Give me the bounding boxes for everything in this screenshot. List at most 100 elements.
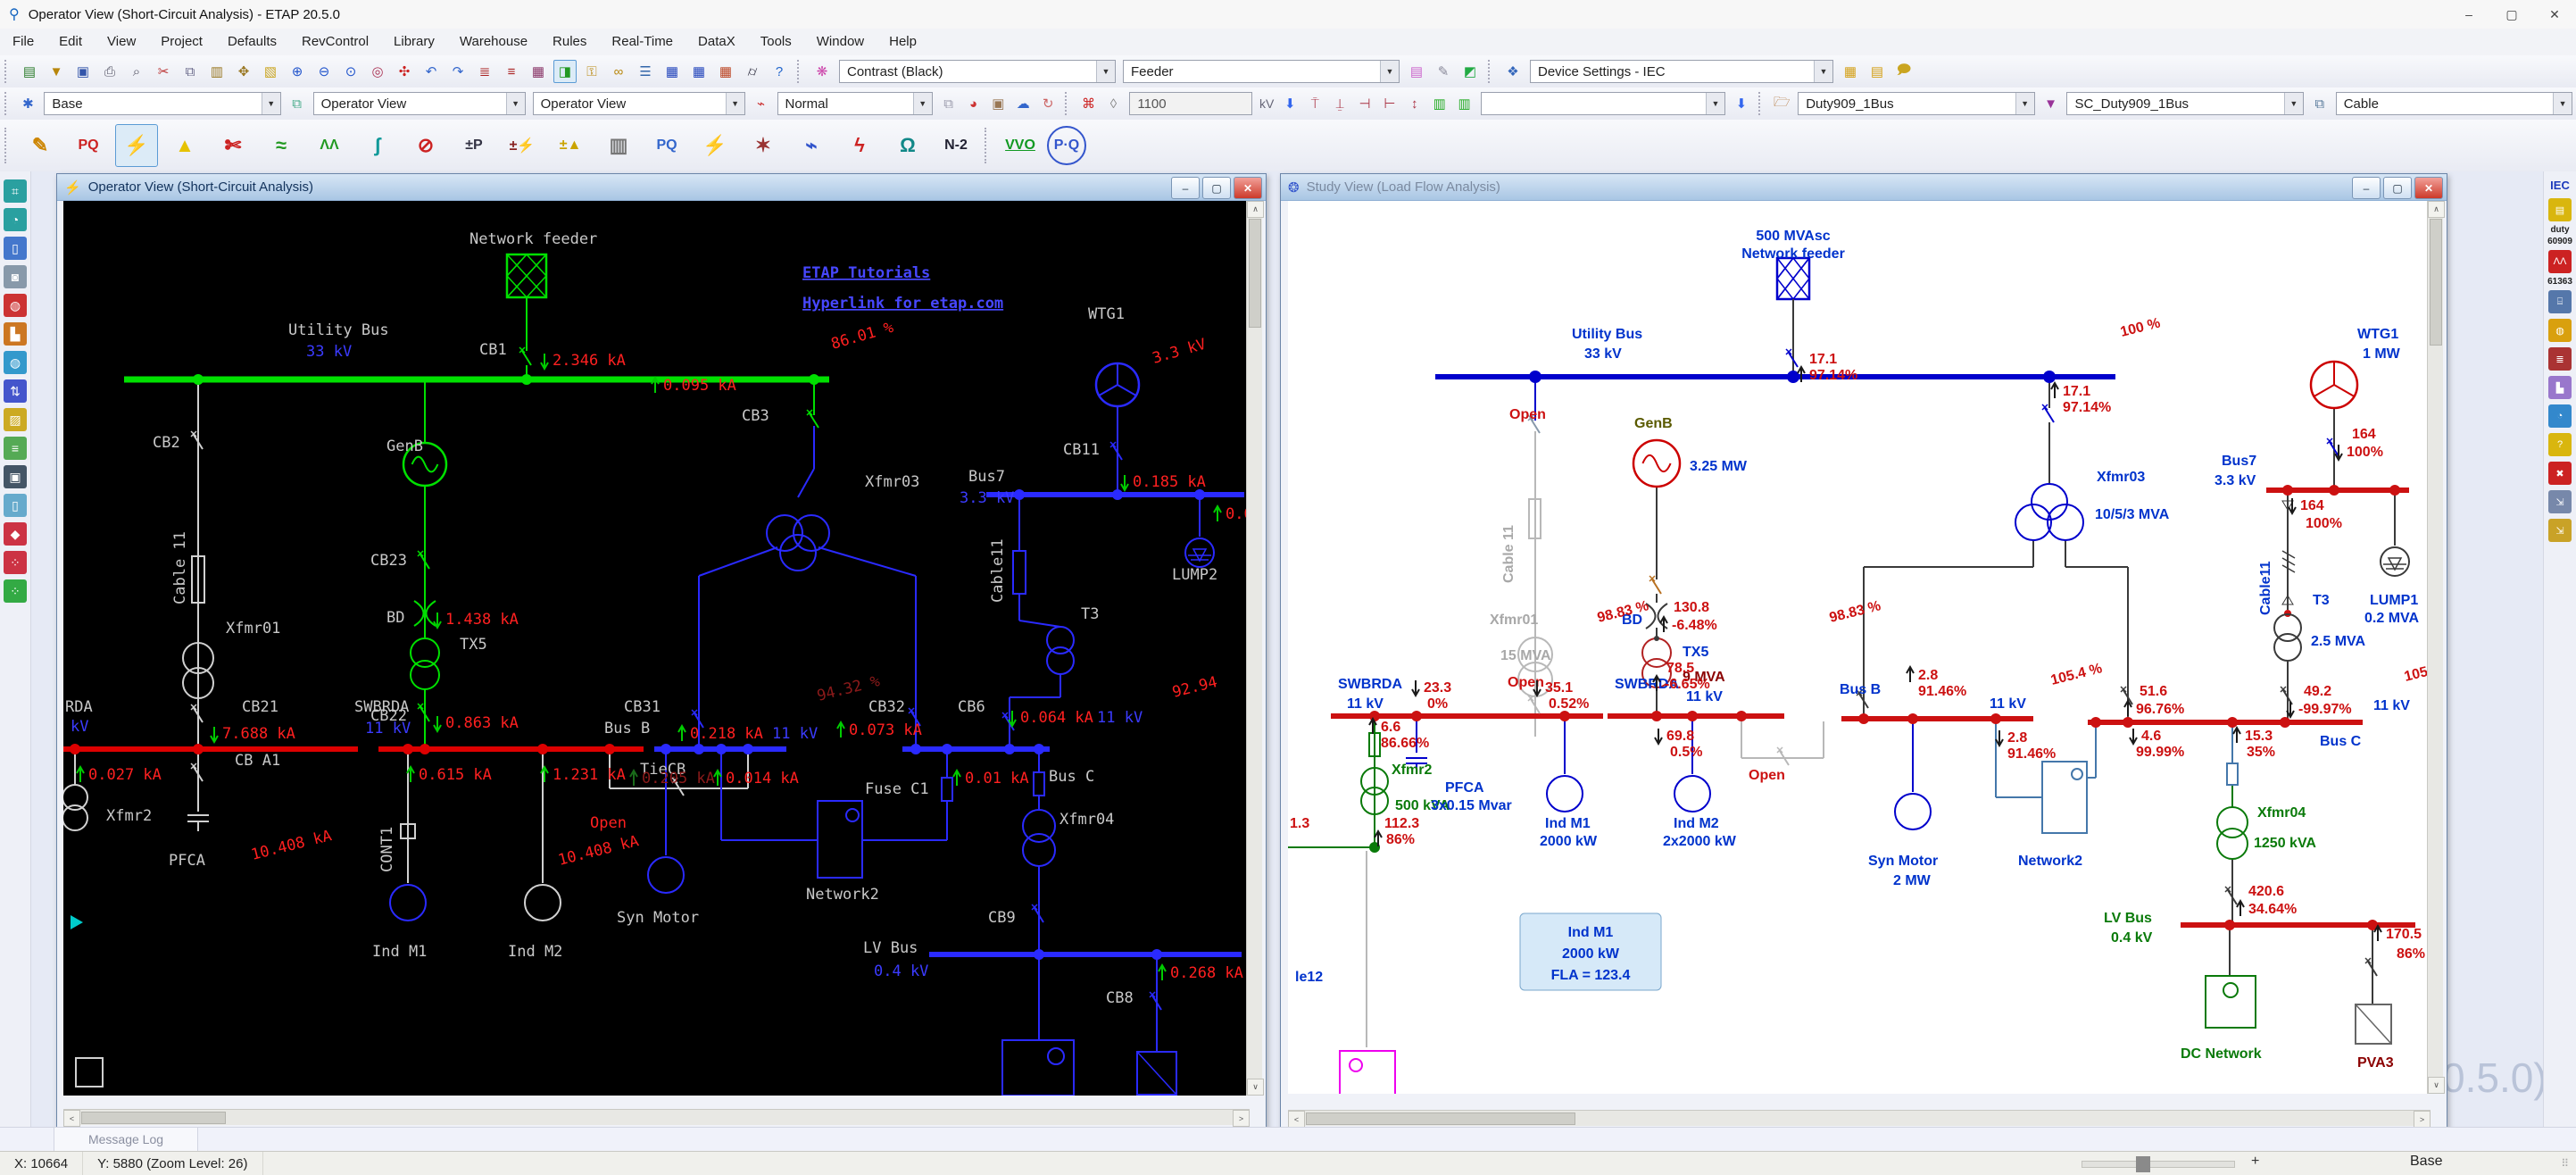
summary-icon[interactable]: ☰	[639, 64, 652, 79]
print-icon[interactable]: ⎙	[104, 63, 115, 79]
dc-load-flow-mode-icon[interactable]: ±P	[465, 138, 483, 153]
align-right-icon[interactable]: ⊢	[1384, 96, 1396, 112]
protection-mode-icon[interactable]: ✄	[224, 134, 242, 156]
load-flow-mode-icon[interactable]: PQ	[78, 138, 99, 153]
app-close-button[interactable]: ✕	[2549, 6, 2560, 21]
menu-item-revcontrol[interactable]: RevControl	[302, 34, 370, 49]
unbalanced-mode-icon[interactable]: ⚡	[702, 134, 727, 156]
package-icon[interactable]: ▣	[992, 96, 1005, 112]
chevron-down-icon[interactable]: ▼	[725, 93, 744, 114]
copy-icon[interactable]: ⧉	[185, 63, 195, 79]
kv-input[interactable]: 1100	[1129, 92, 1253, 115]
alarm-icon[interactable]: ◍	[4, 294, 27, 317]
volt-var-mode-icon[interactable]: P·Q	[1047, 126, 1086, 165]
motor-start-mode-icon[interactable]: ≈	[275, 134, 287, 156]
menu-item-realtime[interactable]: Real-Time	[611, 34, 674, 49]
fit-page-icon[interactable]: ✣	[398, 64, 411, 79]
chevron-down-icon[interactable]: ▼	[912, 93, 932, 114]
vvo-mode-icon[interactable]: VVO	[1005, 138, 1035, 153]
output-report-combo[interactable]: SC_Duty909_1Bus▼	[2066, 92, 2304, 115]
presentation-combo[interactable]: Operator View▼	[312, 92, 526, 115]
color-picker-icon[interactable]: ✎	[1437, 64, 1450, 79]
menu-item-warehouse[interactable]: Warehouse	[459, 34, 528, 49]
menu-item-rules[interactable]: Rules	[553, 34, 587, 49]
calculator-icon[interactable]: ▦	[665, 64, 679, 79]
report-format-combo[interactable]: Cable▼	[2335, 92, 2573, 115]
operator-close-button[interactable]: ✕	[1234, 177, 1262, 199]
sequence-mode-icon[interactable]: ϟ	[854, 134, 865, 156]
contingency-mode-icon[interactable]: N-2	[944, 138, 968, 153]
datablock-doc-icon[interactable]: ▤	[1870, 64, 1884, 79]
align-mid-icon[interactable]: ⍊	[1335, 96, 1344, 112]
hyperlink-icon[interactable]: ∞	[613, 63, 624, 79]
operator-vertical-scrollbar[interactable]: ∧∨	[1246, 201, 1264, 1096]
compare-icon[interactable]: ⧉	[943, 96, 953, 112]
study-close-button[interactable]: ✕	[2414, 177, 2443, 199]
calculator3-icon[interactable]: ▦	[719, 64, 733, 79]
battery-sizing-mode-icon[interactable]: ▥	[609, 134, 628, 156]
config-combo[interactable]: Base▼	[44, 92, 281, 115]
duty-icon[interactable]: ▤	[2548, 198, 2572, 221]
go-icon[interactable]: ⬇	[1735, 96, 1748, 112]
operator-minimize-button[interactable]: –	[1171, 177, 1200, 199]
comment-icon[interactable]: 🗩	[1896, 62, 1912, 78]
operator-window-titlebar[interactable]: ⚡ Operator View (Short-Circuit Analysis)…	[57, 174, 1266, 201]
map-icon[interactable]: ▨	[4, 408, 27, 431]
reliability-mode-icon[interactable]: ✶	[754, 134, 772, 156]
help-icon[interactable]: ?	[775, 63, 784, 79]
datablock-help-icon[interactable]: ?	[2548, 433, 2572, 456]
contrast-combo[interactable]: Contrast (Black)▼	[839, 60, 1116, 83]
star-tcc-mode-icon[interactable]: ⊘	[417, 134, 435, 156]
gauge-icon[interactable]: ◔	[4, 208, 27, 231]
align-dist-icon[interactable]: ↕	[1411, 96, 1418, 112]
chevron-down-icon[interactable]: ▼	[1705, 93, 1724, 114]
short-circuit-mode-icon[interactable]: ⚡	[115, 124, 158, 167]
zoom-window-icon[interactable]: ◎	[371, 64, 384, 79]
chevron-down-icon[interactable]: ▼	[2283, 93, 2303, 114]
menu-item-tools[interactable]: Tools	[760, 34, 792, 49]
menu-item-file[interactable]: File	[12, 34, 35, 49]
layers-icon[interactable]: ≡	[4, 437, 27, 460]
zoom-in-icon[interactable]: ⊕	[291, 64, 303, 79]
chevron-down-icon[interactable]: ▼	[1380, 61, 1399, 82]
device-state-icon[interactable]: ◨	[553, 60, 577, 83]
align-left-icon[interactable]: ⊣	[1359, 96, 1371, 112]
menu-item-window[interactable]: Window	[816, 34, 865, 49]
transient-mode-icon[interactable]: ʃ	[374, 134, 381, 156]
menu-item-library[interactable]: Library	[394, 34, 435, 49]
chevron-down-icon[interactable]: ▼	[1814, 61, 1832, 82]
stop-icon[interactable]: ✖	[2548, 462, 2572, 485]
align-top-icon[interactable]: ⍑	[1310, 96, 1319, 112]
globe-icon[interactable]: ◕	[968, 96, 978, 112]
feeder-combo[interactable]: Feeder▼	[1123, 60, 1400, 83]
grid-icon[interactable]: ▦	[531, 64, 545, 79]
open-project-icon[interactable]: ▼	[49, 63, 63, 79]
find-icon[interactable]: ⌭	[747, 63, 758, 79]
switching-mode-icon[interactable]: ⌁	[805, 134, 818, 156]
eraser-icon[interactable]: ◊	[1109, 96, 1118, 112]
print-preview-icon[interactable]: ⌕	[132, 63, 141, 79]
chevron-down-icon[interactable]: ▼	[2553, 93, 2572, 114]
panel-icon[interactable]: ▯	[4, 237, 27, 260]
view-combo[interactable]: Operator View▼	[532, 92, 745, 115]
camera-icon[interactable]: ◙	[4, 265, 27, 288]
export-folder-icon[interactable]: ⇲	[2548, 519, 2572, 542]
chevron-down-icon[interactable]: ▼	[2015, 93, 2034, 114]
schedule-icon[interactable]: ⌘	[1082, 96, 1096, 112]
calculator2-icon[interactable]: ▦	[692, 64, 706, 79]
impedance-mode-icon[interactable]: Ω	[900, 134, 916, 156]
app-maximize-button[interactable]: ▢	[2505, 6, 2518, 21]
barchart-icon[interactable]: ▙	[2548, 376, 2572, 399]
edit-mode-icon[interactable]: ✎	[31, 134, 49, 156]
lock-icon[interactable]: ⚿	[586, 63, 597, 79]
cloud-icon[interactable]: ☁	[1016, 96, 1030, 112]
menu-item-edit[interactable]: Edit	[59, 34, 83, 49]
console-icon[interactable]: ▣	[4, 465, 27, 488]
sync-machine-icon[interactable]: ▥	[1433, 96, 1446, 112]
web-icon[interactable]: ◍	[4, 351, 27, 374]
app-minimize-button[interactable]: –	[2465, 7, 2472, 21]
operator-maximize-button[interactable]: ▢	[1202, 177, 1231, 199]
operator-horizontal-scrollbar[interactable]: <>	[63, 1109, 1250, 1127]
